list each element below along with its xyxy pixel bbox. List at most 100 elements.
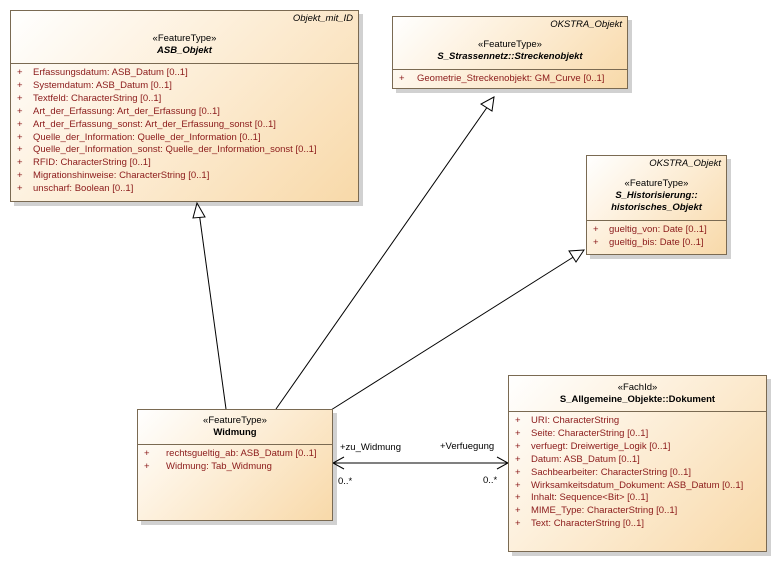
attribute-row[interactable]: + Quelle_der_Information: Quelle_der_Info… (17, 132, 358, 145)
attribute-text: Systemdatum: ASB_Datum [0..1] (33, 79, 172, 91)
attribute-row[interactable]: + Art_der_Erfassung_sonst: Art_der_Erfass… (17, 119, 358, 132)
attribute-row[interactable]: +Art_der_Erfassung: Art_der_Erfassung [0… (17, 106, 358, 119)
attribute-visibility: + (17, 92, 23, 104)
attribute-visibility: + (144, 448, 150, 459)
class-stereotype: «FeatureType» (478, 39, 542, 50)
attribute-list: + URI: CharacterString + Seite: CharacterS… (509, 412, 766, 534)
class-tag: OKSTRA_Objekt (550, 19, 622, 30)
attribute-row[interactable]: + gueltig_von: Date [0..1] (593, 224, 726, 237)
attribute-row[interactable]: + URI: CharacterString (515, 415, 766, 428)
attribute-visibility: + (593, 236, 599, 248)
class-header: «FachId» S_Allgemeine_Objekte::Dokument (509, 376, 766, 412)
attribute-text: unscharf: Boolean [0..1] (33, 183, 134, 195)
class-streckenobjekt[interactable]: OKSTRA_Objekt «FeatureType» S_Strassenne… (392, 16, 628, 89)
attribute-text: Wirksamkeitsdatum_Dokument: ASB_Datum [0… (531, 479, 744, 491)
attribute-text: verfuegt: Dreiwertige_Logik [0..1] (531, 440, 671, 452)
class-stereotype: «FeatureType» (203, 415, 267, 426)
class-name-line1: S_Historisierung:: (615, 190, 698, 201)
attribute-row[interactable]: + verfuegt: Dreiwertige_Logik [0..1] (515, 441, 766, 454)
attribute-row[interactable]: +RFID: CharacterString [0..1] (17, 157, 358, 170)
association-role-right: +Verfuegung (440, 441, 495, 452)
attribute-visibility: + (17, 131, 23, 143)
attribute-row[interactable]: + Quelle_der_Information_sonst: Quelle_de… (17, 144, 358, 157)
class-stereotype: «FachId» (617, 382, 658, 393)
association-role-left: +zu_Widmung (340, 442, 401, 453)
class-name-line2: historisches_Objekt (611, 202, 702, 213)
attribute-visibility: + (144, 460, 150, 472)
attribute-text: Geometrie_Streckenobjekt: GM_Curve [0..1… (417, 73, 605, 84)
attribute-visibility: + (515, 415, 521, 426)
attribute-text: Textfeld: CharacterString [0..1] (33, 92, 162, 104)
attribute-text: Text: CharacterString [0..1] (531, 518, 644, 530)
attribute-text: MIME_Type: CharacterString [0..1] (531, 505, 678, 517)
attribute-row[interactable]: +rechtsgueltig_ab: ASB_Datum [0..1] (144, 448, 332, 461)
generalization-to-historisches-objekt (330, 255, 576, 411)
attribute-visibility: + (17, 67, 23, 78)
attribute-row[interactable]: + Geometrie_Streckenobjekt: GM_Curve [0..… (399, 73, 627, 86)
generalization-to-streckenobjekt (275, 105, 489, 410)
attribute-visibility: + (17, 118, 23, 130)
generalization-arrowhead-streckenobjekt (480, 96, 495, 112)
attribute-text: Art_der_Erfassung_sonst: Art_der_Erfassu… (33, 118, 276, 130)
attribute-visibility: + (17, 183, 23, 195)
attribute-row[interactable]: + Textfeld: CharacterString [0..1] (17, 93, 358, 106)
attribute-visibility: + (17, 144, 23, 156)
attribute-row[interactable]: +Migrationshinweise: CharacterString [0.… (17, 170, 358, 183)
attribute-text: Art_der_Erfassung: Art_der_Erfassung [0.… (33, 105, 220, 117)
attribute-row[interactable]: + Inhalt: Sequence<Bit> [0..1] (515, 492, 766, 505)
attribute-visibility: + (515, 479, 521, 491)
attribute-row[interactable]: + Systemdatum: ASB_Datum [0..1] (17, 80, 358, 93)
attribute-row[interactable]: + unscharf: Boolean [0..1] (17, 183, 358, 196)
attribute-text: gueltig_von: Date [0..1] (609, 224, 707, 235)
attribute-list: + Erfassungsdatum: ASB_Datum [0..1] + Syst… (11, 64, 358, 199)
attribute-visibility: + (515, 466, 521, 478)
attribute-visibility: + (515, 440, 521, 452)
class-widmung[interactable]: «FeatureType» Widmung +rechtsgueltig_ab:… (137, 409, 333, 521)
class-historisches-objekt[interactable]: OKSTRA_Objekt «FeatureType» S_Historisie… (586, 155, 727, 255)
attribute-text: Quelle_der_Information_sonst: Quelle_der… (33, 144, 317, 156)
class-name: ASB_Objekt (157, 45, 212, 56)
attribute-text: Inhalt: Sequence<Bit> [0..1] (531, 492, 649, 504)
attribute-list: + Geometrie_Streckenobjekt: GM_Curve [0..… (393, 70, 627, 89)
class-asb-objekt[interactable]: Objekt_mit_ID «FeatureType» ASB_Objekt +… (10, 10, 359, 202)
attribute-row[interactable]: + Datum: ASB_Datum [0..1] (515, 454, 766, 467)
attribute-text: RFID: CharacterString [0..1] (33, 157, 151, 169)
attribute-row[interactable]: + Widmung: Tab_Widmung (144, 461, 332, 474)
attribute-row[interactable]: + Erfassungsdatum: ASB_Datum [0..1] (17, 67, 358, 80)
attribute-visibility: + (399, 73, 405, 84)
attribute-text: Quelle_der_Information: Quelle_der_Infor… (33, 131, 261, 143)
attribute-text: URI: CharacterString (531, 415, 620, 426)
class-name: Widmung (213, 427, 257, 438)
attribute-visibility: + (515, 518, 521, 530)
attribute-row[interactable]: +Sachbearbeiter: CharacterString [0..1] (515, 467, 766, 480)
attribute-list: + gueltig_von: Date [0..1] + gueltig_bis: … (587, 221, 726, 253)
association-arrow-left (331, 456, 345, 470)
attribute-row[interactable]: + Seite: CharacterString [0..1] (515, 428, 766, 441)
attribute-visibility: + (515, 505, 521, 517)
attribute-row[interactable]: + MIME_Type: CharacterString [0..1] (515, 505, 766, 518)
association-multiplicity-right: 0..* (483, 475, 498, 486)
attribute-text: Datum: ASB_Datum [0..1] (531, 453, 640, 465)
class-stereotype: «FeatureType» (152, 33, 217, 44)
class-dokument[interactable]: «FachId» S_Allgemeine_Objekte::Dokument … (508, 375, 767, 552)
attribute-visibility: + (515, 427, 521, 439)
attribute-visibility: + (515, 453, 521, 465)
class-header: OKSTRA_Objekt «FeatureType» S_Historisie… (587, 156, 726, 221)
association-multiplicity-left: 0..* (338, 476, 353, 487)
class-header: «FeatureType» Widmung (138, 410, 332, 445)
generalization-arrowhead-asb-objekt (192, 201, 206, 219)
class-tag: Objekt_mit_ID (292, 13, 353, 24)
attribute-visibility: + (17, 79, 23, 91)
attribute-row[interactable]: + Text: CharacterString [0..1] (515, 518, 766, 531)
attribute-text: gueltig_bis: Date [0..1] (609, 236, 704, 248)
attribute-text: Erfassungsdatum: ASB_Datum [0..1] (33, 67, 188, 78)
class-header: Objekt_mit_ID «FeatureType» ASB_Objekt (11, 11, 358, 64)
attribute-row[interactable]: + Wirksamkeitsdatum_Dokument: ASB_Datum [… (515, 480, 766, 493)
attribute-row[interactable]: + gueltig_bis: Date [0..1] (593, 237, 726, 250)
class-name: S_Allgemeine_Objekte::Dokument (559, 394, 716, 405)
attribute-visibility: + (593, 224, 599, 235)
attribute-text: Widmung: Tab_Widmung (166, 460, 272, 472)
attribute-text: Seite: CharacterString [0..1] (531, 427, 649, 439)
attribute-visibility: + (515, 492, 521, 504)
